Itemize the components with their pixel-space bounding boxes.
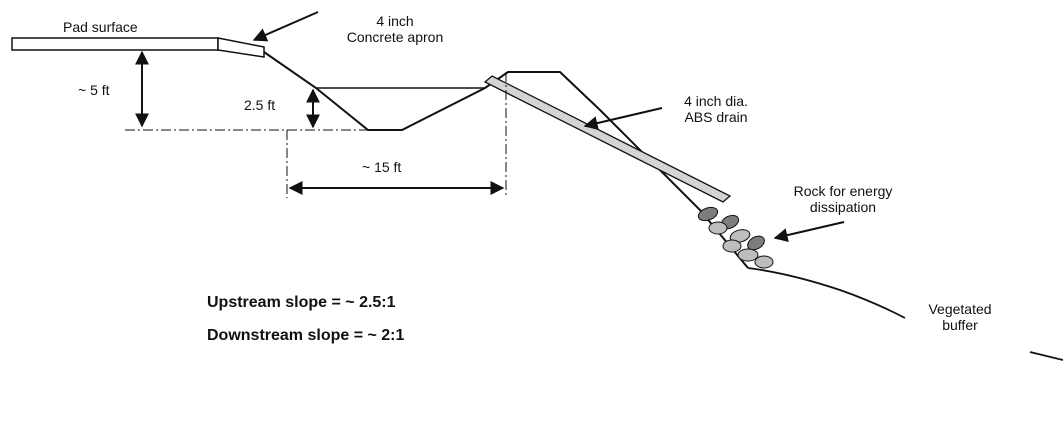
apron-callout-arrow bbox=[252, 11, 319, 42]
rock bbox=[722, 239, 742, 253]
rock bbox=[697, 206, 719, 222]
downstream-ground-line bbox=[747, 267, 906, 319]
buffer-label-line2: buffer bbox=[942, 317, 978, 333]
far-ground-segment bbox=[1029, 351, 1063, 361]
drain-callout-arrow bbox=[583, 107, 663, 130]
pad-surface-label: Pad surface bbox=[63, 19, 138, 35]
rock-label-line2: dissipation bbox=[809, 199, 877, 215]
concrete-apron-label: 4 inch Concrete apron bbox=[330, 13, 460, 45]
abs-drain-label: 4 inch dia. ABS drain bbox=[666, 93, 766, 125]
energy-dissipation-rocks bbox=[697, 206, 774, 269]
total-depth-label: ~ 5 ft bbox=[78, 82, 110, 98]
rock-label-line1: Rock for energy bbox=[793, 183, 893, 199]
pad-surface-slab bbox=[11, 37, 219, 51]
basin-depth-label: 2.5 ft bbox=[244, 97, 276, 113]
apron-label-line2: Concrete apron bbox=[346, 29, 444, 45]
rock bbox=[708, 221, 728, 235]
rock bbox=[737, 248, 759, 262]
abs-drain-pipe bbox=[483, 75, 732, 203]
downstream-slope-label: Downstream slope = ~ 2:1 bbox=[207, 327, 405, 344]
drain-label-line1: 4 inch dia. bbox=[684, 93, 748, 109]
rock-callout-arrow bbox=[773, 221, 845, 242]
drain-label-line2: ABS drain bbox=[684, 109, 748, 125]
vegetated-buffer-label: Vegetated buffer bbox=[915, 301, 1005, 333]
concrete-apron bbox=[217, 37, 265, 58]
rock bbox=[754, 255, 774, 269]
basin-ground-profile bbox=[263, 51, 749, 269]
buffer-label-line1: Vegetated bbox=[928, 301, 992, 317]
rock bbox=[729, 229, 751, 243]
basin-width-label: ~ 15 ft bbox=[362, 159, 402, 175]
rock bbox=[747, 235, 765, 251]
rock-dissipation-label: Rock for energy dissipation bbox=[778, 183, 908, 215]
upstream-slope-label: Upstream slope = ~ 2.5:1 bbox=[207, 294, 396, 311]
apron-label-line1: 4 inch bbox=[376, 13, 414, 29]
